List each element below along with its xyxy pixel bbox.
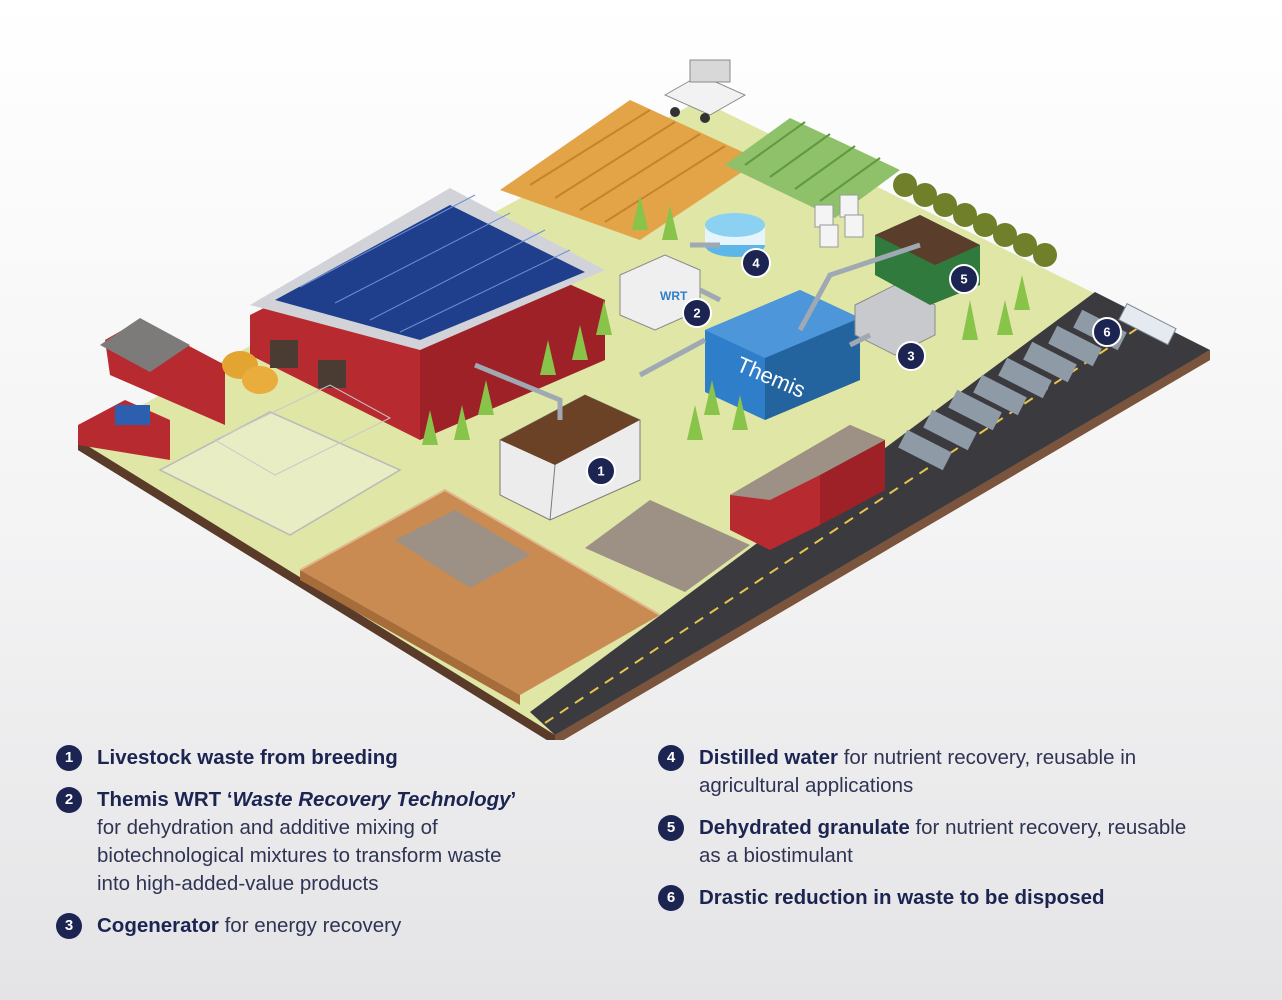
legend-right-column: 4 Distilled water for nutrient recovery,… (658, 744, 1218, 926)
legend-item-4: 4 Distilled water for nutrient recovery,… (658, 744, 1218, 800)
legend-title-3: Cogenerator (97, 914, 219, 937)
small-barn-left (78, 318, 225, 460)
legend-desc-2: for dehydration and additive mixing of b… (97, 816, 502, 895)
storage-barns (730, 425, 885, 550)
road (530, 292, 1210, 735)
tree-row (893, 173, 1057, 267)
marker-4: 4 (741, 248, 771, 278)
legend-badge-5: 5 (658, 815, 684, 841)
legend-badge-2: 2 (56, 787, 82, 813)
legend-title-6: Drastic reduction in waste to be dispose… (699, 886, 1105, 909)
hay-bales (222, 351, 278, 394)
svg-text:5: 5 (960, 272, 967, 287)
parked-trucks (898, 309, 1127, 471)
legend-desc-3: for energy recovery (224, 914, 402, 937)
pipes (474, 242, 921, 420)
legend-badge-6: 6 (658, 885, 684, 911)
svg-text:6: 6 (1103, 325, 1110, 340)
digester-tank (499, 394, 641, 521)
marker-1: 1 (586, 456, 616, 486)
main-barn (250, 188, 605, 440)
svg-text:4: 4 (752, 256, 760, 271)
legend-item-2: 2 Themis WRT ‘Waste Recovery Technology’… (56, 786, 656, 898)
svg-text:3: 3 (907, 349, 914, 364)
legend-badge-4: 4 (658, 745, 684, 771)
themis-container: Themis (705, 290, 860, 420)
legend-title-4: Distilled water (699, 746, 838, 769)
marker-6: 6 (1092, 317, 1122, 347)
bags (814, 194, 864, 248)
legend-desc-4: for nutrient recovery, reusable in agric… (699, 746, 1137, 797)
shelters (395, 500, 750, 592)
cow-pens (158, 384, 402, 536)
legend-left-column: 1 Livestock waste from breeding 2 Themis… (56, 744, 656, 954)
farm-illustration: Themis WRT (78, 59, 1210, 740)
legend-item-1: 1 Livestock waste from breeding (56, 744, 656, 772)
legend-title-1: Livestock waste from breeding (97, 746, 398, 769)
wrt-logo: WRT (660, 289, 688, 303)
moving-truck (1118, 303, 1177, 346)
legend-item-5: 5 Dehydrated granulate for nutrient reco… (658, 814, 1218, 870)
legend-item-3: 3 Cogenerator for energy recovery (56, 912, 656, 940)
wrt-unit: WRT (619, 254, 701, 331)
marker-2: 2 (682, 298, 712, 328)
legend-badge-1: 1 (56, 745, 82, 771)
marker-5: 5 (949, 264, 979, 294)
wheat-field (500, 100, 760, 240)
trees (422, 195, 1030, 445)
legend-item-6: 6 Drastic reduction in waste to be dispo… (658, 884, 1218, 912)
legend-desc-5: for nutrient recovery, reusable as a bio… (699, 816, 1187, 867)
legend-title-5: Dehydrated granulate (699, 816, 910, 839)
harvester-trucks (663, 59, 747, 123)
legend-badge-3: 3 (56, 913, 82, 939)
crop-field (725, 118, 900, 218)
paddock (299, 488, 661, 705)
svg-text:1: 1 (597, 464, 604, 479)
marker-3: 3 (896, 341, 926, 371)
svg-text:2: 2 (693, 306, 700, 321)
legend-title-2: Themis WRT ‘Waste Recovery Technology’ (97, 788, 517, 811)
